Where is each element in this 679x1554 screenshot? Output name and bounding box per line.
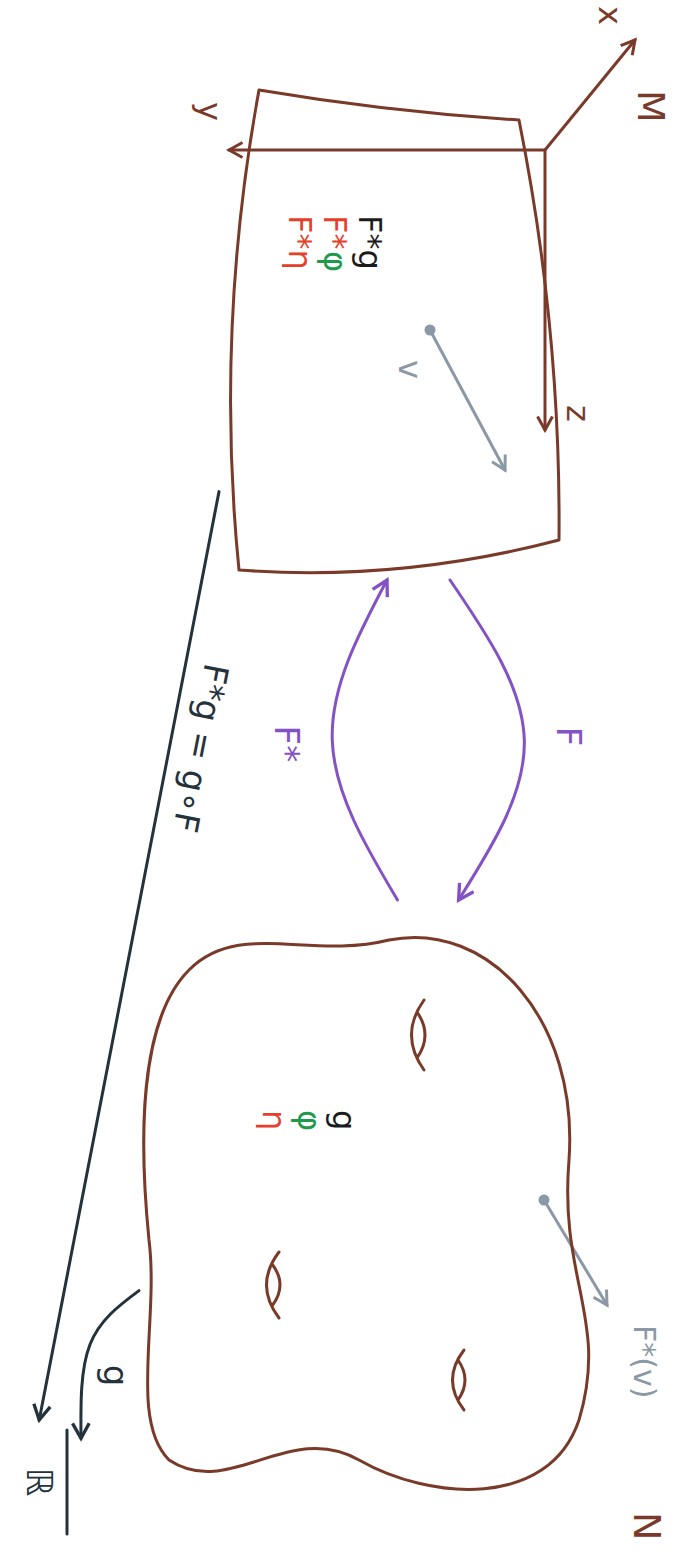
- edge-label: g: [96, 1365, 133, 1387]
- flat-manifold: MF*gF*φF*η: [219, 60, 639, 580]
- surface-outline: [412, 1000, 426, 1070]
- map-arrow: [450, 580, 524, 900]
- real-line: ℝ: [5, 1420, 81, 1542]
- edge-label: F*g = g∘F: [165, 661, 234, 836]
- vector-arrow: [544, 1200, 607, 1305]
- edge-label: F: [550, 727, 587, 747]
- manifold-label: M: [629, 90, 671, 123]
- function-symbol: φ: [317, 251, 352, 272]
- pullback-symbol: F*: [317, 215, 352, 249]
- edge-label: F*: [268, 726, 305, 763]
- pullback-arrow: [332, 580, 397, 900]
- plane-outline: [219, 60, 639, 580]
- axis-line: [229, 149, 545, 152]
- coordinate-axes: [229, 40, 635, 430]
- vector-label: v: [392, 360, 427, 379]
- axis-label: x: [592, 6, 627, 25]
- number-line: [66, 1430, 69, 1534]
- form-symbol: η: [256, 1110, 291, 1130]
- real-line-label: ℝ: [19, 1468, 59, 1497]
- function-symbol: φ: [291, 1110, 326, 1131]
- manifold-label: N: [625, 1512, 667, 1540]
- surface-outline: [139, 900, 609, 1520]
- surface-outline: [453, 1350, 466, 1410]
- function-arrow: [81, 1291, 139, 1439]
- tangent-vectors: [426, 326, 607, 1305]
- surface-manifold: Ngφη: [139, 900, 609, 1520]
- surface-outline: [144, 937, 589, 1489]
- composite-arrow: [39, 492, 219, 1420]
- axis-label: y: [192, 102, 227, 121]
- plane-outline: [231, 90, 560, 573]
- pullback-metric: F*g: [352, 215, 387, 270]
- axis-label: z: [560, 405, 595, 422]
- vector-label: F*(v): [628, 1325, 661, 1398]
- axis-line: [545, 40, 635, 150]
- surface-outline: [267, 1252, 281, 1318]
- vector-arrow: [430, 330, 505, 470]
- pullback-form: F*η: [282, 215, 317, 270]
- metric-symbol: g: [326, 1110, 361, 1130]
- connector-layer: [39, 492, 524, 1439]
